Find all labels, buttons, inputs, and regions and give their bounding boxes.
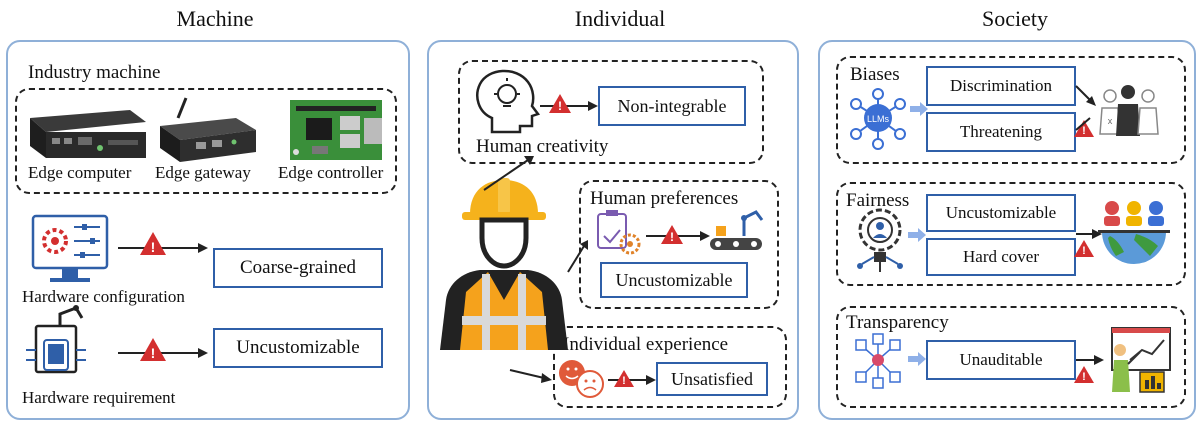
cube-network-icon xyxy=(855,333,901,389)
transparency-label: Transparency xyxy=(846,312,949,333)
coarse-grained-box: Coarse-grained xyxy=(213,248,383,288)
individual-experience-label: Individual experience xyxy=(563,334,729,355)
industry-machine-title: Industry machine xyxy=(28,62,161,83)
individual-column-title: Individual xyxy=(574,6,666,31)
unauditable-box: Unauditable xyxy=(926,340,1076,380)
machine-panel xyxy=(6,40,410,420)
edge-gateway-image xyxy=(160,97,256,162)
warning-icon: ! xyxy=(1074,120,1094,137)
emotion-faces-icon xyxy=(559,360,604,398)
warning-icon: ! xyxy=(140,232,166,255)
machine-column-title: Machine xyxy=(176,6,254,31)
hardware-configuration-label: Hardware configuration xyxy=(22,287,185,306)
svg-text:!: ! xyxy=(1082,125,1086,137)
edge-controller-image xyxy=(290,100,382,160)
society-column-title: Society xyxy=(982,6,1048,31)
svg-text:!: ! xyxy=(558,99,562,113)
threatening-box: Threatening xyxy=(926,112,1076,152)
globe-people-icon xyxy=(1098,201,1170,264)
edge-controller-label: Edge controller xyxy=(278,163,384,182)
llm-network-icon: LLMs xyxy=(850,88,906,150)
individual-experience-group xyxy=(553,326,787,408)
discrimination-box: Discrimination xyxy=(926,66,1076,106)
gear-monitor-icon xyxy=(31,214,109,282)
svg-text:!: ! xyxy=(1082,245,1086,257)
edge-computer-label: Edge computer xyxy=(28,163,132,182)
robot-arm-phone-icon xyxy=(26,305,86,374)
industry-machine-group xyxy=(15,88,397,194)
hardware-requirement-label: Hardware requirement xyxy=(22,388,176,407)
individual-panel xyxy=(427,40,799,420)
biases-group xyxy=(836,56,1186,164)
svg-text:!: ! xyxy=(151,239,156,255)
warning-icon: ! xyxy=(140,338,166,361)
document-gear-icon xyxy=(597,210,641,255)
human-preferences-group xyxy=(579,180,779,309)
human-creativity-label: Human creativity xyxy=(476,136,609,157)
fairness-label: Fairness xyxy=(846,190,910,211)
fairness-group xyxy=(836,182,1186,286)
uncustomizable-pref-box: Uncustomizable xyxy=(600,262,748,298)
llm-label: LLMs xyxy=(867,114,890,124)
presenter-chart-icon xyxy=(1111,327,1171,393)
transparency-group xyxy=(836,306,1186,408)
svg-text:x: x xyxy=(1108,116,1113,126)
warning-icon: ! xyxy=(1074,366,1094,383)
edge-gateway-label: Edge gateway xyxy=(155,163,251,182)
edge-computer-image xyxy=(30,110,146,158)
svg-text:!: ! xyxy=(670,230,674,244)
uncustomizable-fairness-box: Uncustomizable xyxy=(926,194,1076,232)
svg-text:!: ! xyxy=(622,375,626,387)
worker-icon xyxy=(440,178,568,350)
warning-icon: ! xyxy=(614,370,634,387)
society-panel xyxy=(818,40,1196,420)
hard-cover-box: Hard cover xyxy=(926,238,1076,276)
people-group-icon: x xyxy=(1099,85,1159,136)
non-integrable-box: Non-integrable xyxy=(598,86,746,126)
warning-icon: ! xyxy=(1074,240,1094,257)
conveyor-robot-icon xyxy=(710,210,764,250)
svg-text:!: ! xyxy=(151,345,156,361)
svg-text:!: ! xyxy=(1082,371,1086,383)
warning-icon: ! xyxy=(661,225,683,244)
uncustomizable-hw-box: Uncustomizable xyxy=(213,328,383,368)
human-preferences-label: Human preferences xyxy=(590,188,739,209)
human-creativity-group xyxy=(458,60,764,164)
warning-icon: ! xyxy=(549,94,571,113)
unsatisfied-box: Unsatisfied xyxy=(656,362,768,396)
lightbulb-head-icon xyxy=(476,69,541,134)
biases-label: Biases xyxy=(850,64,900,85)
fairness-chip-icon xyxy=(857,208,903,272)
